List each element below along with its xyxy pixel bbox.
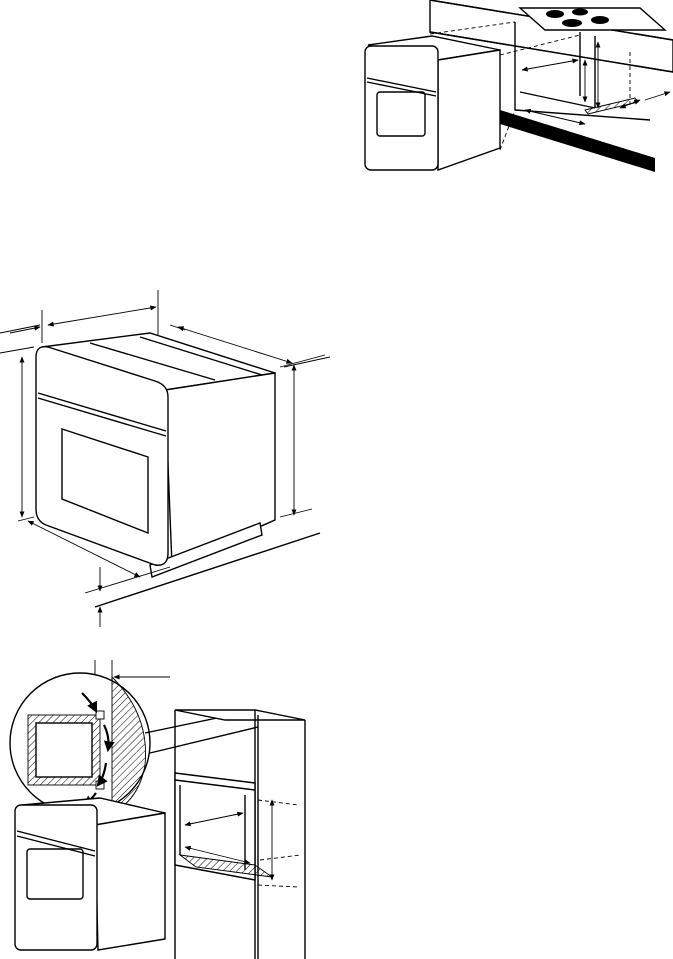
burner-4 bbox=[591, 16, 609, 24]
oven-small bbox=[365, 36, 500, 170]
burner-3 bbox=[562, 19, 582, 27]
oven-column bbox=[15, 798, 165, 950]
tall-cabinet bbox=[175, 710, 305, 959]
figure-oven-dimensions bbox=[0, 285, 330, 635]
burner-2 bbox=[572, 9, 588, 16]
hob bbox=[520, 8, 665, 30]
figure-built-under-hob bbox=[0, 0, 673, 260]
burner-1 bbox=[546, 10, 564, 18]
figure-column-installation bbox=[0, 655, 330, 959]
